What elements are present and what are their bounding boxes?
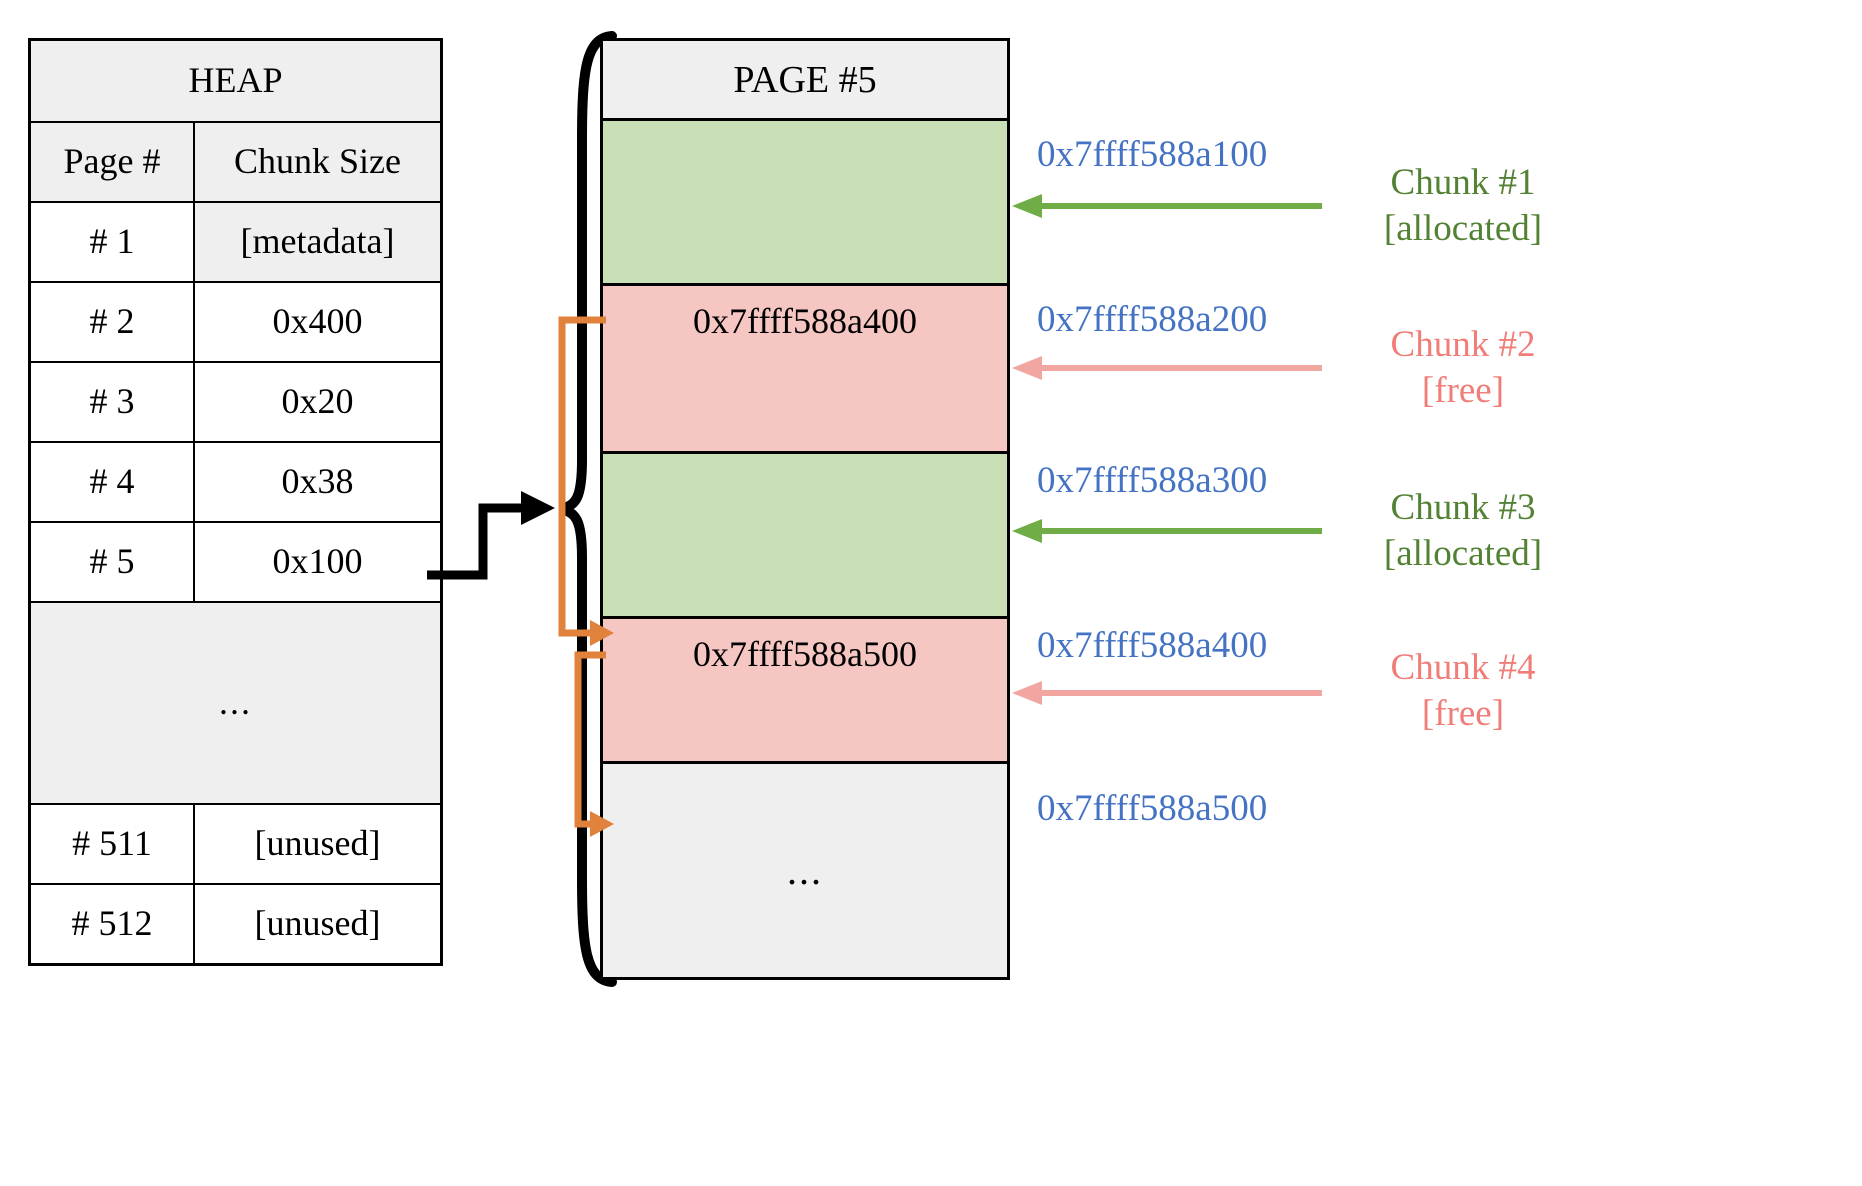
column-header-page: Page # <box>28 121 195 203</box>
table-ellipsis: ... <box>28 601 443 805</box>
page-5-connector-arrow <box>427 491 555 580</box>
address-label-1: 0x7ffff588a100 <box>1037 134 1268 175</box>
column-header-chunk-size: Chunk Size <box>192 121 443 203</box>
chunk-2-pointer-arrow <box>1012 356 1322 380</box>
chunk-size-cell: [metadata] <box>192 201 443 283</box>
chunk-3-name: Chunk #3 <box>1390 487 1536 528</box>
chunk-1-label: Chunk #1 [allocated] <box>1363 160 1563 253</box>
chunk-3-label: Chunk #3 [allocated] <box>1363 485 1563 578</box>
table-row: # 4 0x38 <box>28 441 443 523</box>
chunk-size-cell: 0x20 <box>192 361 443 443</box>
table-row: # 2 0x400 <box>28 281 443 363</box>
chunk-band-4: 0x7ffff588a500 <box>603 619 1007 764</box>
chunk-size-cell: 0x100 <box>192 521 443 603</box>
chunk-band-ellipsis: ... <box>603 764 1007 977</box>
chunk-1-name: Chunk #1 <box>1390 162 1536 203</box>
chunk-1-pointer-arrow <box>1012 194 1322 218</box>
chunk-size-cell: [unused] <box>192 803 443 885</box>
table-row: # 1 [metadata] <box>28 201 443 283</box>
chunk-3-pointer-arrow <box>1012 519 1322 543</box>
page-panel-title: PAGE #5 <box>603 41 1007 121</box>
free-list-link-arrows <box>558 316 614 837</box>
table-row: # 3 0x20 <box>28 361 443 443</box>
chunk-2-label: Chunk #2 [free] <box>1363 322 1563 415</box>
chunk-size-cell: 0x38 <box>192 441 443 523</box>
chunk-band-1 <box>603 121 1007 286</box>
chunk-2-name: Chunk #2 <box>1390 324 1536 365</box>
address-label-5: 0x7ffff588a500 <box>1037 788 1268 829</box>
chunk-4-label: Chunk #4 [free] <box>1363 645 1563 738</box>
address-label-2: 0x7ffff588a200 <box>1037 299 1268 340</box>
address-label-4: 0x7ffff588a400 <box>1037 625 1268 666</box>
page-number-cell: # 1 <box>28 201 195 283</box>
chunk-size-cell: 0x400 <box>192 281 443 363</box>
table-row: # 512 [unused] <box>28 883 443 966</box>
page-number-cell: # 4 <box>28 441 195 523</box>
heap-table-header-row: Page # Chunk Size <box>28 121 443 203</box>
chunk-band-3 <box>603 454 1007 619</box>
page-number-cell: # 512 <box>28 883 195 966</box>
heap-table-title-row: HEAP <box>28 38 443 123</box>
heap-table: HEAP Page # Chunk Size # 1 [metadata] # … <box>28 38 443 966</box>
chunk-1-state: [allocated] <box>1383 208 1543 250</box>
chunk-size-cell: [unused] <box>192 883 443 966</box>
heap-title: HEAP <box>28 38 443 123</box>
page-5-panel: PAGE #5 0x7ffff588a400 0x7ffff588a500 ..… <box>600 38 1010 980</box>
table-row-page-5: # 5 0x100 <box>28 521 443 603</box>
chunk-4-state: [free] <box>1421 693 1505 735</box>
page-number-cell: # 2 <box>28 281 195 363</box>
chunk-2-state: [free] <box>1421 370 1505 412</box>
page-number-cell: # 5 <box>28 521 195 603</box>
table-row-ellipsis: ... <box>28 601 443 805</box>
chunk-band-2: 0x7ffff588a400 <box>603 286 1007 454</box>
chunk-3-state: [allocated] <box>1383 533 1543 575</box>
table-row: # 511 [unused] <box>28 803 443 885</box>
chunk-4-name: Chunk #4 <box>1390 647 1536 688</box>
page-number-cell: # 511 <box>28 803 195 885</box>
page-number-cell: # 3 <box>28 361 195 443</box>
address-label-3: 0x7ffff588a300 <box>1037 460 1268 501</box>
chunk-4-pointer-arrow <box>1012 681 1322 705</box>
